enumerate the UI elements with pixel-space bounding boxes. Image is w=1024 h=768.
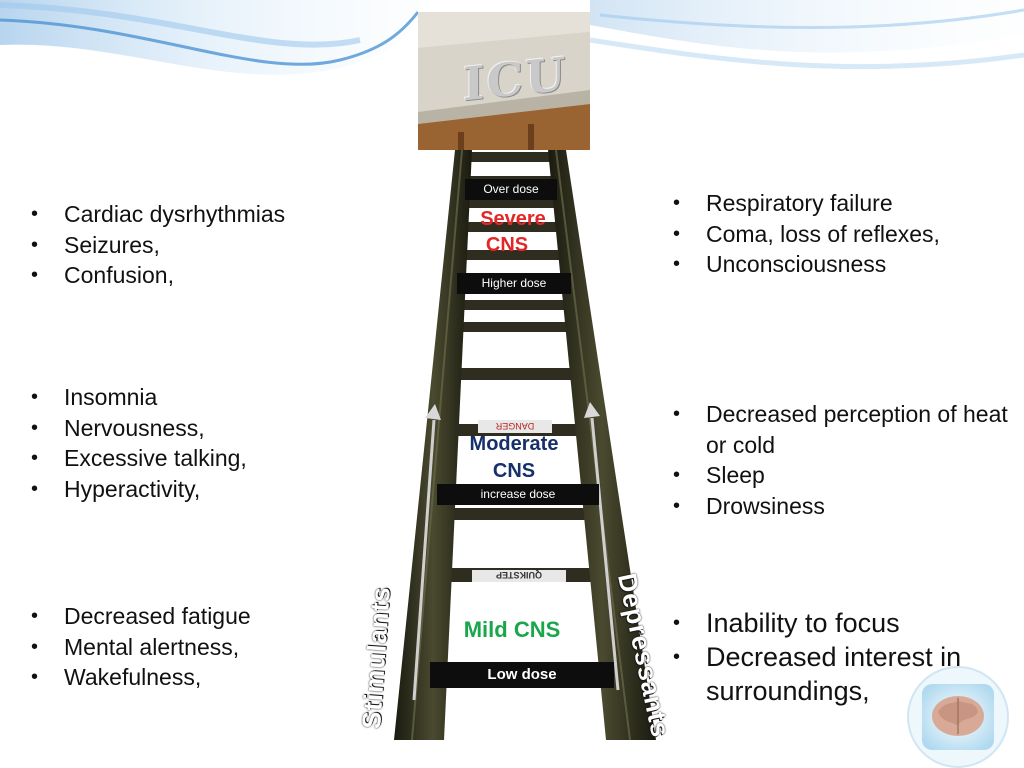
list-item: Decreased interest in surroundings, [673,640,973,708]
dose-label-over: Over dose [465,179,557,200]
dose-label-low: Low dose [430,662,614,688]
icu-photo: ICU [418,12,590,150]
list-item: Decreased perception of heat or cold [673,399,1013,460]
left-group-severe: Cardiac dysrhythmias Seizures, Confusion… [31,199,285,291]
dose-label-higher: Higher dose [457,273,571,294]
danger-placard [478,420,552,433]
list-item: Cardiac dysrhythmias [31,199,285,230]
list-item: Decreased fatigue [31,601,251,632]
right-group-moderate: Decreased perception of heat or cold Sle… [673,399,1013,521]
level-moderate-line1: Moderate [469,433,559,455]
list-item: Respiratory failure [673,188,940,219]
list-item: Inability to focus [673,606,973,640]
level-moderate-line2: CNS [492,460,536,482]
right-group-mild: Inability to focus Decreased interest in… [673,606,973,708]
list-item: Excessive talking, [31,443,247,474]
level-mild-cns: Mild CNS [463,617,561,642]
list-item: Mental alertness, [31,632,251,663]
left-group-moderate: Insomnia Nervousness, Excessive talking,… [31,382,247,504]
dose-label-increase: increase dose [437,484,599,505]
icu-sign-text: ICU [463,46,568,112]
list-item: Confusion, [31,260,285,291]
left-group-mild: Decreased fatigue Mental alertness, Wake… [31,601,251,693]
brand-placard [472,570,566,582]
list-item: Nervousness, [31,413,247,444]
level-severe-line2: CNS [485,234,529,256]
up-arrow-left-icon [412,404,441,701]
right-group-severe: Respiratory failure Coma, loss of reflex… [673,188,940,280]
list-item: Drowsiness [673,491,1013,522]
list-item: Sleep [673,460,1013,491]
level-moderate-cns: Moderate CNS [455,431,573,485]
list-item: Wakefulness, [31,662,251,693]
list-item: Coma, loss of reflexes, [673,219,940,250]
up-arrow-right-icon [584,402,620,691]
top-wave-decoration [0,0,1024,75]
list-item: Hyperactivity, [31,474,247,505]
ladder-illustration: DANGER QUIKSTEP [394,149,656,741]
list-item: Seizures, [31,230,285,261]
level-severe-line1: Severe [480,208,546,230]
level-severe-cns: Severe CNS [468,206,558,258]
list-item: Unconsciousness [673,249,940,280]
danger-placard-text: DANGER [495,421,534,431]
list-item: Insomnia [31,382,247,413]
brand-placard-text: QUIKSTEP [496,570,542,580]
